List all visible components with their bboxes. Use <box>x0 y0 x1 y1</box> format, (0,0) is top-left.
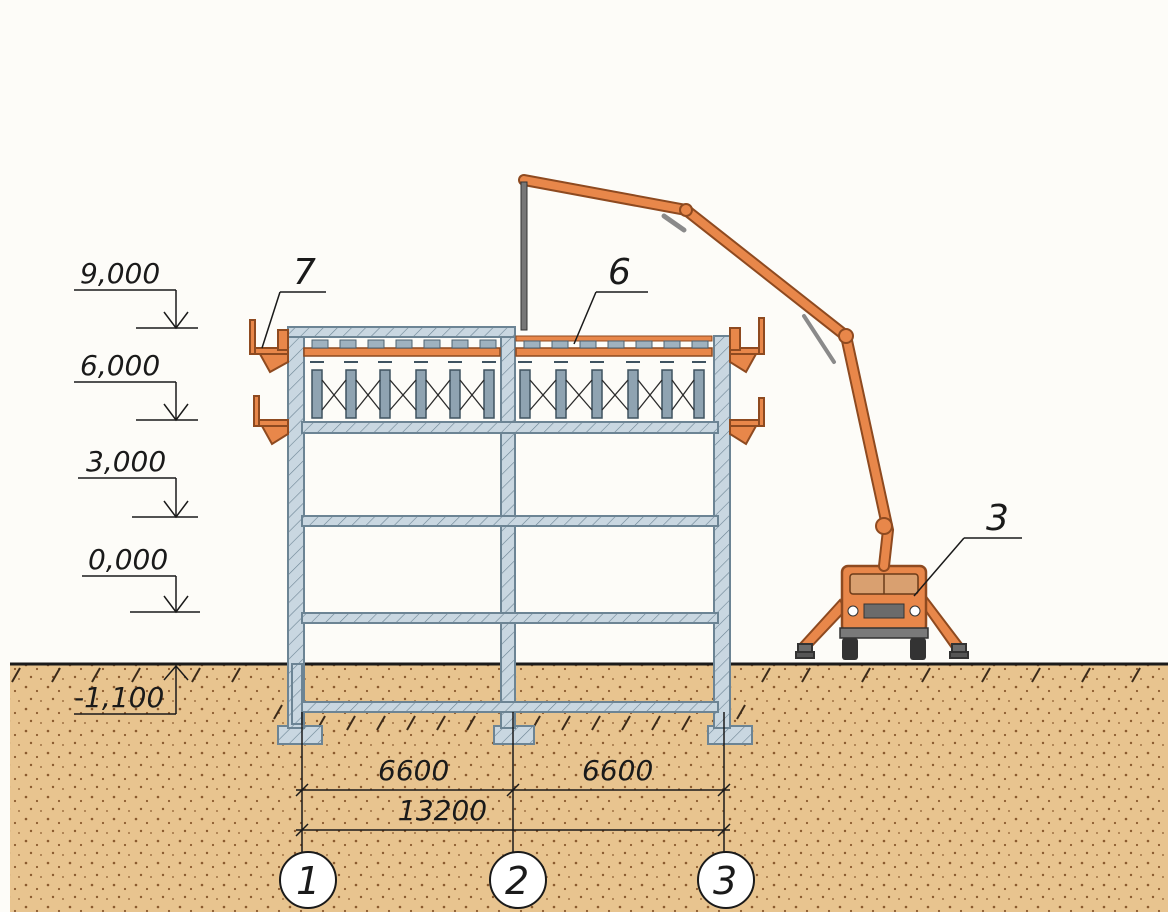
level-markers <box>74 289 200 715</box>
pump-boom <box>518 174 895 572</box>
level-label-minus-1100: -1,100 <box>74 681 164 714</box>
truck-outriggers <box>795 592 969 659</box>
truck-wheel-right <box>910 638 926 660</box>
formwork-top-right <box>515 335 713 342</box>
callout-labels: 7 6 3 <box>293 252 1009 539</box>
level-label-0000: 0,000 <box>88 543 168 576</box>
column-axis-3 <box>713 335 731 729</box>
downward-arrow-icon <box>163 403 189 422</box>
level-label-9000: 9,000 <box>80 257 160 290</box>
basement-wall-left <box>291 663 303 725</box>
slab-basement <box>301 701 719 713</box>
concrete-frame <box>277 326 753 745</box>
ground-hatch <box>11 667 1141 683</box>
callout-leaders <box>261 291 1022 597</box>
callout-3: 3 <box>986 498 1009 539</box>
circle-icon <box>489 851 547 909</box>
callout-7: 7 <box>293 252 316 293</box>
axis-markers: 1 2 3 <box>279 851 755 909</box>
truck-headlight-right <box>909 605 921 617</box>
axis-label-2: 2 <box>505 859 529 903</box>
truck-grille <box>863 603 905 619</box>
circle-icon <box>279 851 337 909</box>
level-marker-9000 <box>74 289 198 330</box>
slab-level-9-left <box>287 326 516 338</box>
downward-arrow-icon <box>163 311 189 330</box>
axis-label-1: 1 <box>296 859 320 903</box>
truck-wheel-left <box>842 638 858 660</box>
column-axis-2 <box>500 327 516 729</box>
formwork-deck-right <box>515 347 713 357</box>
downward-arrow-icon <box>163 595 189 614</box>
axis-label-3: 3 <box>713 859 737 903</box>
shoring-props <box>311 369 705 419</box>
level-marker-minus-1100 <box>74 664 189 715</box>
upward-arrow-icon <box>163 664 189 681</box>
dimension-span-2: 6600 <box>582 754 653 787</box>
dimension-labels: 6600 6600 13200 <box>378 754 653 827</box>
level-label-3000: 3,000 <box>86 445 166 478</box>
slab-level-0 <box>301 612 719 624</box>
slab-level-3 <box>301 515 719 527</box>
level-marker-3000 <box>78 477 198 519</box>
cross-bracing <box>321 379 695 411</box>
formwork-deck-left <box>303 347 501 357</box>
slab-formwork <box>303 335 713 419</box>
dimension-lines <box>295 712 731 860</box>
level-marker-6000 <box>74 381 198 422</box>
dimension-span-1: 6600 <box>378 754 449 787</box>
level-marker-0000 <box>82 575 200 614</box>
downward-arrow-icon <box>163 500 189 519</box>
truck-headlight-left <box>847 605 859 617</box>
level-labels: 9,000 6,000 3,000 0,000 -1,100 <box>74 257 168 714</box>
formwork-beams <box>311 339 709 349</box>
callout-6: 6 <box>608 252 631 293</box>
slab-level-6 <box>301 421 719 434</box>
dimension-total: 13200 <box>398 794 487 827</box>
foundation-hatch <box>273 704 746 731</box>
pump-hose <box>520 181 528 331</box>
circle-icon <box>697 851 755 909</box>
truck-bumper <box>839 627 929 639</box>
formwork-bracket <box>249 317 765 446</box>
level-label-6000: 6,000 <box>80 349 160 382</box>
concrete-pump-truck <box>518 174 969 660</box>
